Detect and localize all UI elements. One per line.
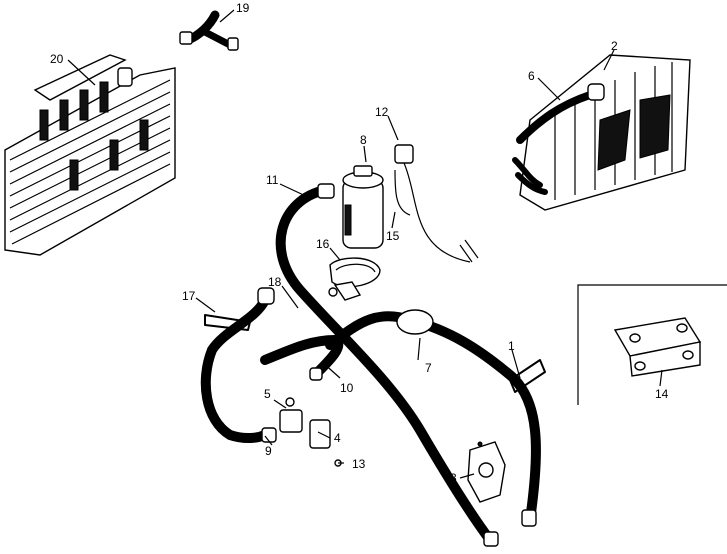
fitting-19 [179,10,239,51]
callout-8: 8 [360,133,367,147]
callout-15: 15 [386,229,400,243]
manifold-fitting [279,397,342,467]
callout-1: 1 [508,339,515,353]
callout-11: 11 [266,173,279,187]
callout-16: 16 [316,237,330,251]
callout-10: 10 [340,381,354,395]
callout-3: 3 [450,471,457,485]
bracket-16 [328,257,381,301]
callout-20: 20 [50,52,64,66]
callout-4: 4 [334,431,341,445]
callout-19: 19 [236,1,250,15]
bracket-14 [613,317,702,377]
callout-18: 18 [268,275,282,289]
callout-5: 5 [264,387,271,401]
condenser [4,54,176,256]
callout-12: 12 [375,105,389,119]
callout-13: 13 [352,457,366,471]
callout-14: 14 [655,387,669,401]
callout-labels: 19 20 2 6 12 8 11 15 16 18 17 10 7 1 5 4… [50,1,669,485]
callout-2: 2 [611,39,618,53]
callout-7: 7 [425,361,432,375]
callout-9: 9 [265,444,272,458]
evaporator [512,54,691,211]
pressure-switch [394,144,479,263]
leader-lines [67,9,663,479]
receiver-drier [342,165,384,249]
plate-3 [467,441,506,503]
callout-17: 17 [182,289,196,303]
callout-6: 6 [528,69,535,83]
inset-box [577,284,727,405]
